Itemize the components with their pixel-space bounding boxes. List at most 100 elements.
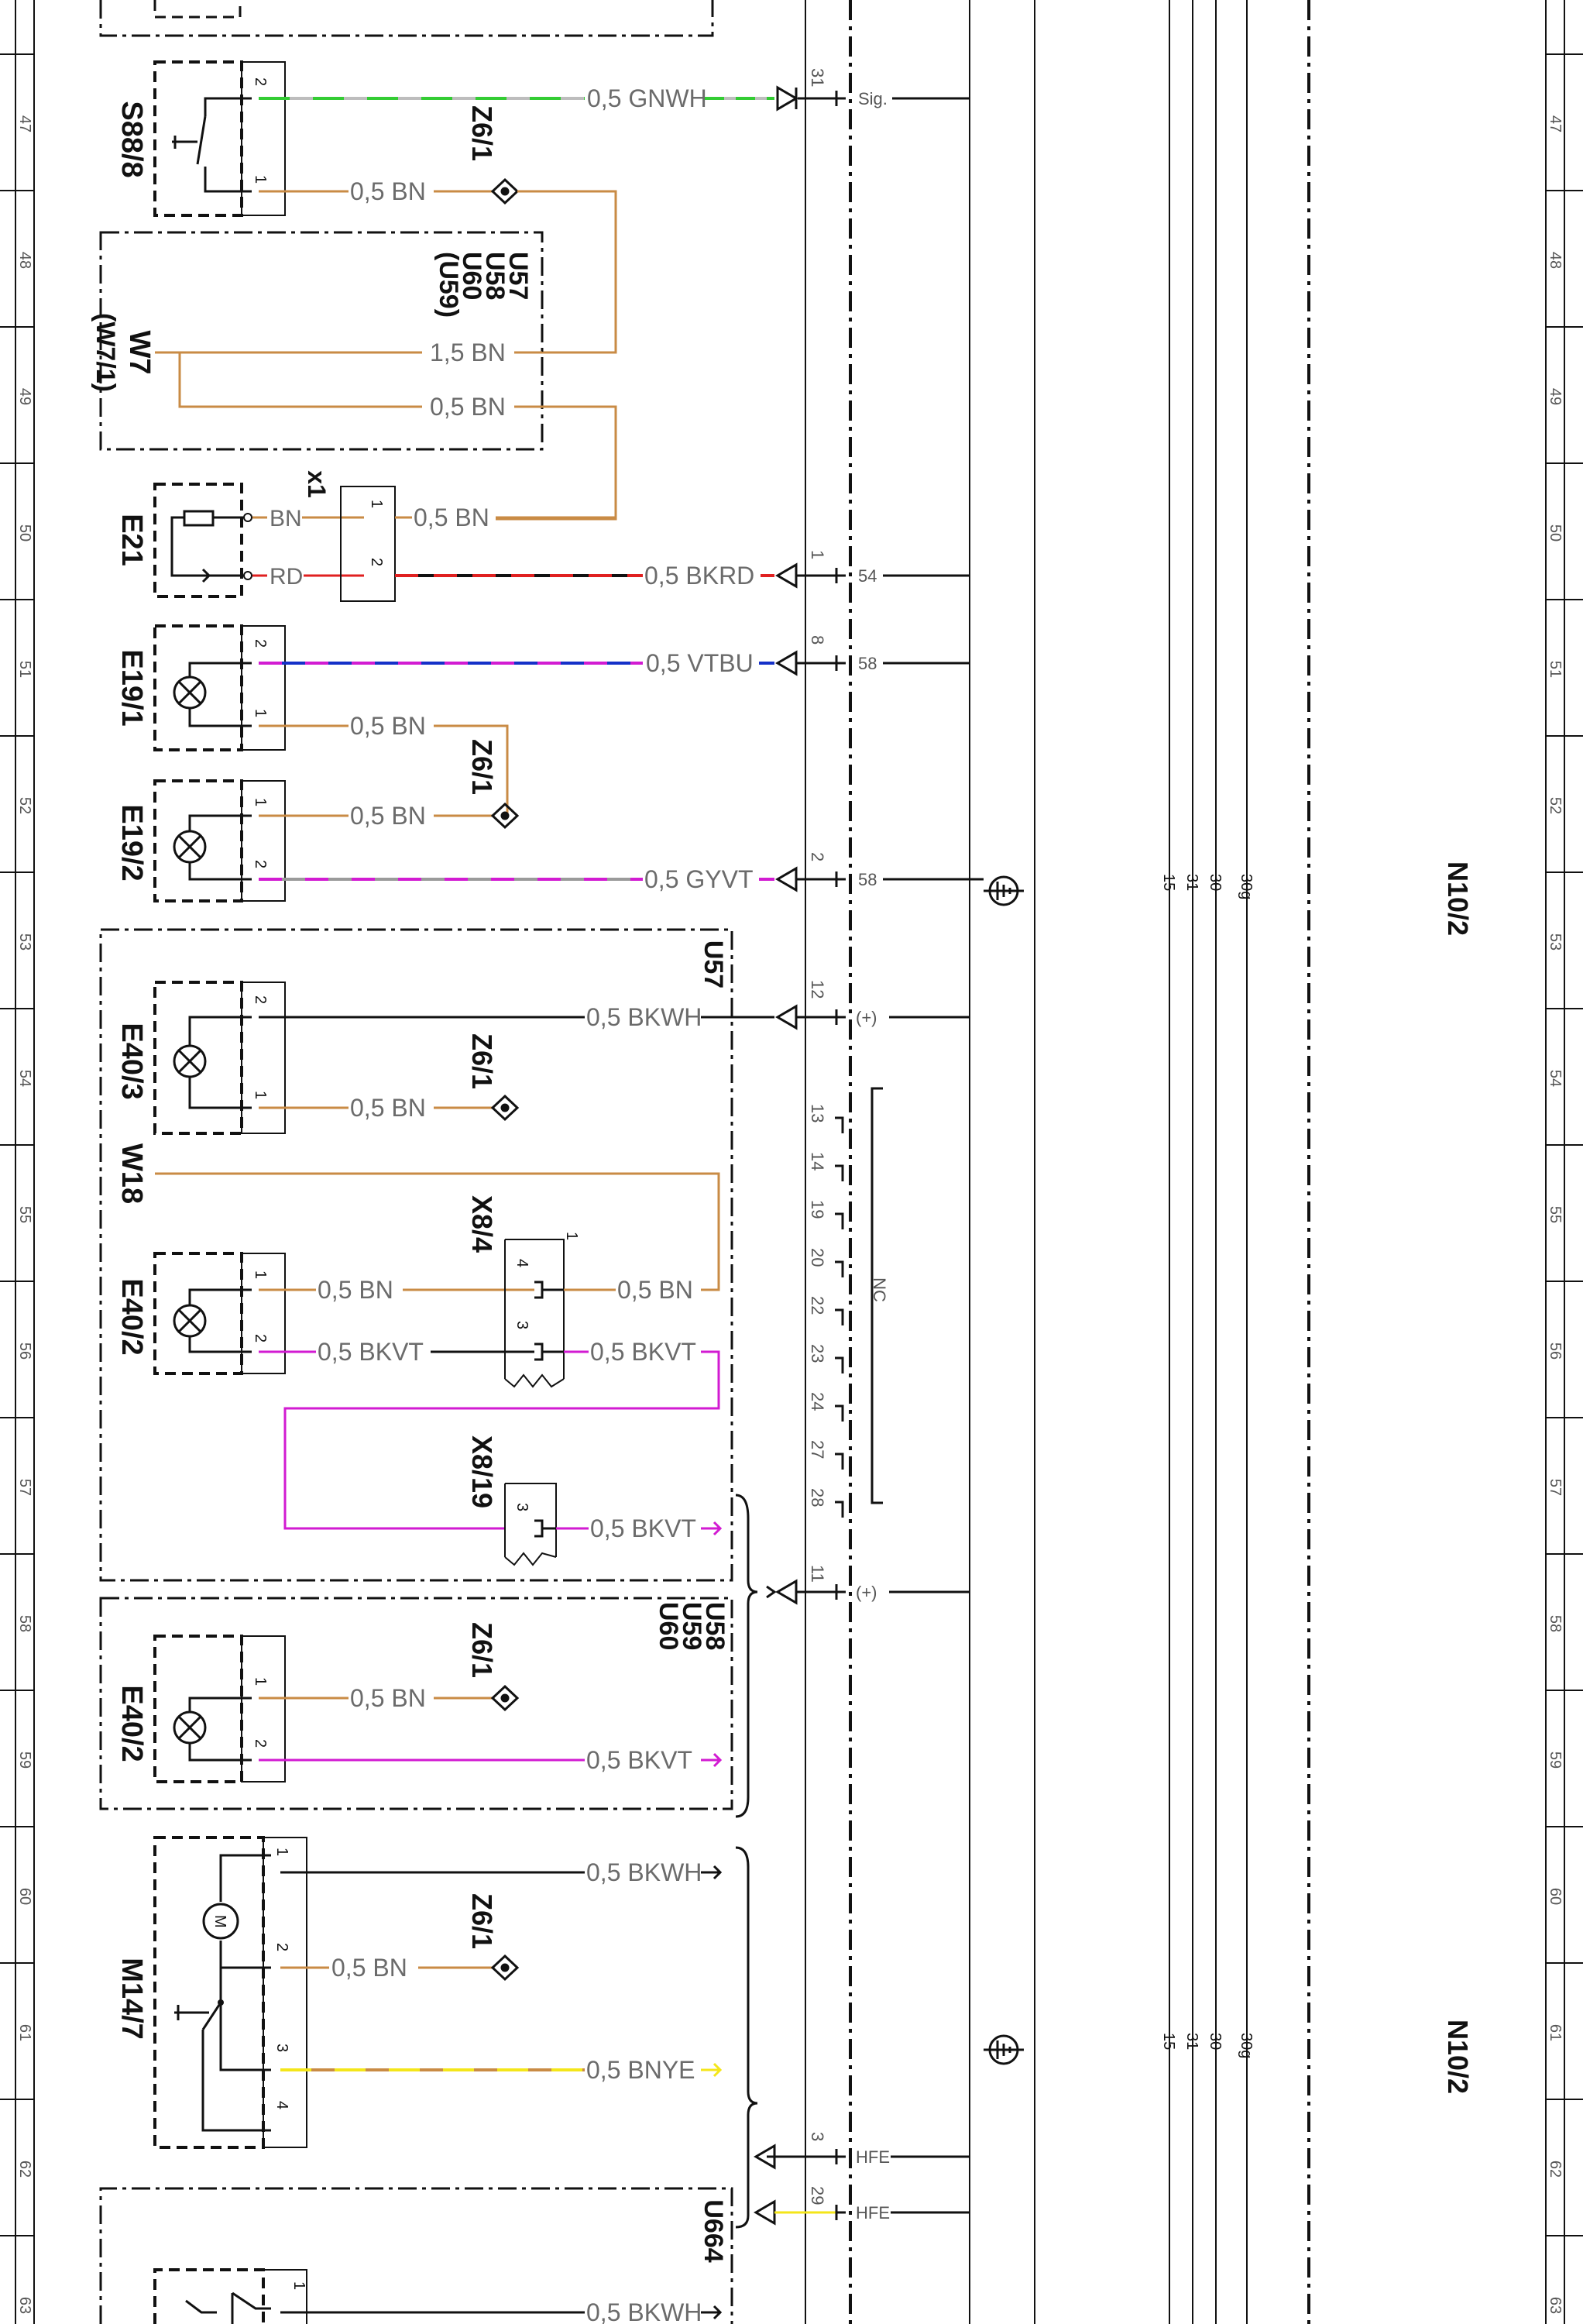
group-box-u58 bbox=[99, 1597, 733, 1810]
s88-8-switch bbox=[153, 60, 286, 217]
group-label: U59 bbox=[677, 1602, 706, 1650]
m14-pin3: 3 bbox=[273, 2044, 290, 2052]
connector-tick bbox=[835, 1584, 846, 1600]
grid-row-label: 49 bbox=[1547, 388, 1564, 405]
grid-row-label: 53 bbox=[1547, 933, 1564, 951]
wire-label-u664-bkwh: 0,5 BKWH bbox=[586, 2298, 702, 2324]
e40-2b-pin1: 1 bbox=[252, 1677, 269, 1686]
wire-label-m14-bn: 0,5 BN bbox=[331, 1954, 407, 1982]
e19-2-label: E19/2 bbox=[115, 804, 148, 881]
connector-ticks bbox=[835, 91, 846, 2220]
bus-label: 15 bbox=[1160, 874, 1177, 891]
wire-label-e21-rd: RD bbox=[270, 564, 303, 590]
n10-2-label-upper: N10/2 bbox=[1442, 861, 1474, 936]
top-partial-box bbox=[99, 0, 714, 37]
wire-label-gyvt: 0,5 GYVT bbox=[644, 865, 754, 893]
s88-8-pin1: 1 bbox=[252, 175, 269, 184]
w18-label: W18 bbox=[115, 1143, 148, 1204]
grid-row-label: 61 bbox=[16, 2024, 33, 2041]
x1-pin1: 1 bbox=[368, 500, 385, 508]
arrow-connector-hfe-a bbox=[754, 2144, 782, 2170]
e40-3-pin2: 2 bbox=[252, 995, 269, 1004]
pin-29: 29 bbox=[808, 2186, 827, 2205]
x1-label: x1 bbox=[303, 470, 331, 498]
nc-pin-tick bbox=[835, 1308, 844, 1325]
grid-row-label: 58 bbox=[16, 1615, 33, 1632]
e40-3-lamp bbox=[153, 981, 286, 1135]
grid-row-label: 47 bbox=[16, 115, 33, 132]
nc-pin-tick bbox=[835, 1260, 844, 1277]
connector-tick bbox=[835, 1009, 846, 1025]
nc-pin-tick bbox=[835, 1356, 844, 1373]
wire-label-bkwh-53: 0,5 BKWH bbox=[586, 1003, 702, 1031]
e40-3-label: E40/3 bbox=[115, 1023, 148, 1099]
wire-label-w7-top: 1,5 BN bbox=[430, 339, 506, 366]
dashdot-lines bbox=[849, 0, 1310, 2324]
e40-2-lamp-a bbox=[153, 1252, 286, 1375]
term-58b: 58 bbox=[858, 870, 877, 889]
u664-label: U664 bbox=[699, 2199, 728, 2262]
x8-19-label: X8/19 bbox=[466, 1435, 498, 1508]
ground-symbol bbox=[984, 2034, 1024, 2065]
grid-row-label: 48 bbox=[16, 252, 33, 269]
wire-label-e40-2b-bn: 0,5 BN bbox=[350, 1684, 426, 1712]
bus-label: 31 bbox=[1183, 2033, 1200, 2050]
grid-row-label: 60 bbox=[1547, 1888, 1564, 1905]
wire-u664-bkwh-tail bbox=[701, 2305, 723, 2320]
z6-1-label-4: Z6/1 bbox=[466, 1622, 498, 1678]
e40-2a-pin2: 2 bbox=[252, 1334, 269, 1342]
nc-pin-number: 13 bbox=[808, 1104, 827, 1122]
group-brace-lower bbox=[735, 1846, 758, 2229]
z6-1-ground-3 bbox=[490, 1094, 520, 1122]
wire-e40-2b-bkvt-tail bbox=[701, 1752, 723, 1768]
pin-1: 1 bbox=[808, 550, 827, 559]
m14-pin1: 1 bbox=[273, 1848, 290, 1856]
e19-1-pin1: 1 bbox=[252, 709, 269, 717]
x8-19-pin3: 3 bbox=[513, 1503, 531, 1511]
e19-1-pin2: 2 bbox=[252, 639, 269, 648]
nc-pin-tick bbox=[835, 1452, 844, 1470]
connector-tick bbox=[835, 568, 846, 583]
z6-1-ground-5 bbox=[490, 1954, 520, 1982]
bus-label: 31 bbox=[1183, 874, 1200, 891]
wire-label-vtbu: 0,5 VTBU bbox=[646, 649, 754, 677]
wire-m14-bkwh-tail bbox=[701, 1865, 723, 1880]
grid-row-label: 52 bbox=[16, 797, 33, 814]
motor-symbol: M bbox=[211, 1915, 228, 1928]
nc-pin-number: 27 bbox=[808, 1440, 827, 1459]
m14-7-label: M14/7 bbox=[115, 1958, 148, 2040]
arrow-connector-58b bbox=[775, 866, 798, 892]
z6-1-ground-4 bbox=[490, 1684, 520, 1712]
u664-switch bbox=[153, 2268, 307, 2324]
term-nc: NC bbox=[870, 1277, 889, 1302]
nc-pin-number: 24 bbox=[808, 1392, 827, 1411]
arrow-connector-plus-a bbox=[775, 1004, 798, 1030]
term-58a: 58 bbox=[858, 654, 877, 673]
wire-w7-bottom-route bbox=[496, 405, 617, 521]
term-sig: Sig. bbox=[858, 89, 888, 108]
x8-4-pin1: 1 bbox=[563, 1232, 580, 1240]
connector-tick bbox=[835, 2205, 846, 2220]
top-partial-inner bbox=[153, 0, 242, 19]
grid-row-label: 55 bbox=[1547, 1206, 1564, 1223]
bus-label: 15 bbox=[1160, 2033, 1177, 2050]
m14-pin4: 4 bbox=[273, 2101, 290, 2109]
m14-pin2: 2 bbox=[273, 1943, 290, 1951]
term-hfe-b: HFE bbox=[856, 2203, 890, 2223]
grid-row-label: 53 bbox=[16, 933, 33, 951]
arrow-connector-plus-b bbox=[766, 1579, 798, 1605]
ground-symbol bbox=[984, 875, 1024, 906]
wire-label-m14-bkwh: 0,5 BKWH bbox=[586, 1858, 702, 1886]
group-label: U60 bbox=[654, 1602, 683, 1650]
e19-1-lamp bbox=[153, 624, 286, 751]
grid-row-label: 56 bbox=[1547, 1342, 1564, 1360]
e40-2-lamp-b bbox=[153, 1635, 286, 1783]
grid-row-label: 48 bbox=[1547, 252, 1564, 269]
arrow-connector-58a bbox=[775, 650, 798, 676]
z6-1-ground-1 bbox=[490, 177, 520, 205]
